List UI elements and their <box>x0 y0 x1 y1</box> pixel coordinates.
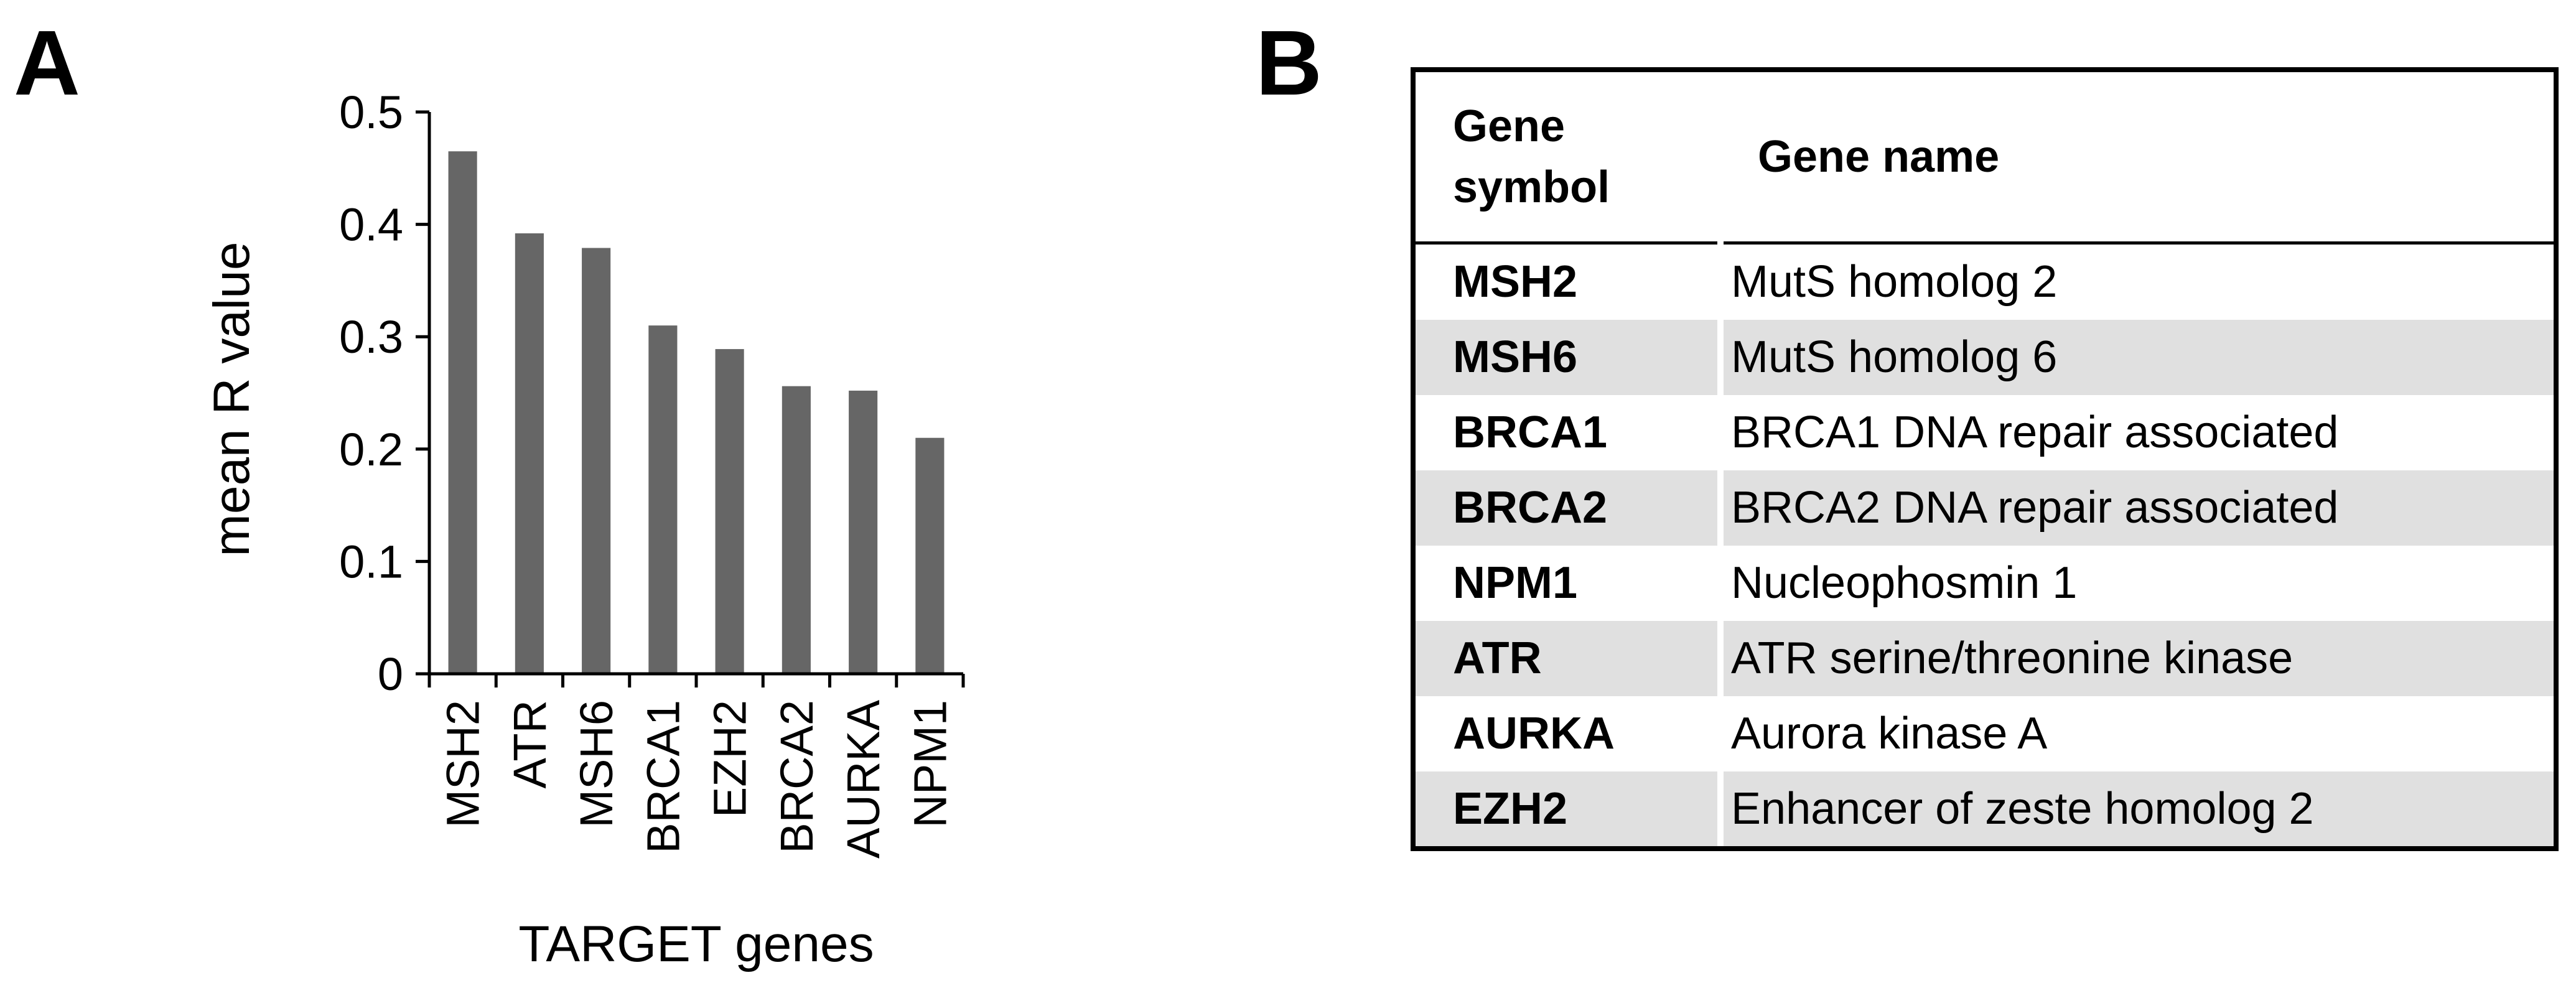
bar-atr <box>515 233 544 674</box>
x-ticks-group: MSH2 ATR MSH6 BRCA1 EZH2 BRCA2 AURKA NPM1 <box>427 674 965 859</box>
x-tick-label: ATR <box>504 700 556 789</box>
bars-group <box>448 151 945 674</box>
table-row: NPM1 Nucleophosmin 1 <box>1416 546 2554 621</box>
gene-table: Gene symbol Gene name MSH2 MutS homolog 2… <box>1411 67 2559 851</box>
bar-msh2 <box>448 151 477 674</box>
x-tick-label: MSH2 <box>437 700 489 828</box>
table-header-row: Gene symbol Gene name <box>1416 72 2554 245</box>
axes-group <box>427 112 963 676</box>
x-tick-label: BRCA1 <box>637 700 689 854</box>
gene-name-cell: ATR serine/threonine kinase <box>1717 621 2554 696</box>
gene-symbol-cell: MSH2 <box>1453 257 1578 307</box>
bar-ezh2 <box>715 349 744 674</box>
x-tick-label: EZH2 <box>704 700 756 818</box>
gene-name-cell: Aurora kinase A <box>1731 709 2048 758</box>
y-tick-label: 0.1 <box>339 536 403 587</box>
gene-name-cell: BRCA2 DNA repair associated <box>1717 470 2554 546</box>
y-tick-label: 0.2 <box>339 424 403 475</box>
gene-symbol-cell: BRCA2 <box>1416 470 1720 546</box>
gene-name-cell: Enhancer of zeste homolog 2 <box>1717 771 2554 846</box>
y-tick-label: 0.5 <box>339 86 403 138</box>
bar-brca2 <box>782 386 811 674</box>
header-gene-name: Gene name <box>1720 72 2554 245</box>
y-tick-label: 0.3 <box>339 311 403 363</box>
table-row: AURKA Aurora kinase A <box>1416 696 2554 771</box>
gene-symbol-cell: MSH6 <box>1416 320 1720 395</box>
y-tick-label: 0 <box>378 648 403 700</box>
x-tick-label: MSH6 <box>571 700 622 828</box>
gene-name-cell: Nucleophosmin 1 <box>1731 558 2078 608</box>
x-tick-label: AURKA <box>838 699 889 859</box>
gene-symbol-cell: ATR <box>1416 621 1720 696</box>
gene-symbol-cell: NPM1 <box>1453 558 1578 608</box>
gene-table-grid: Gene symbol Gene name MSH2 MutS homolog 2… <box>1416 72 2554 846</box>
panel-label-b: B <box>1256 12 1322 114</box>
panel-label-a: A <box>14 12 80 114</box>
x-tick-label: NPM1 <box>904 700 956 828</box>
gene-name-cell: MutS homolog 6 <box>1717 320 2554 395</box>
bar-npm1 <box>915 437 945 674</box>
bar-msh6 <box>582 248 611 674</box>
y-tick-label: 0.4 <box>339 199 403 251</box>
gene-symbol-cell: AURKA <box>1453 709 1615 758</box>
gene-symbol-cell: BRCA1 <box>1453 408 1608 457</box>
bar-brca1 <box>648 325 678 674</box>
gene-name-cell: BRCA1 DNA repair associated <box>1731 408 2339 457</box>
header-gene-symbol: Gene symbol <box>1416 72 1720 245</box>
y-ticks-group: 0 0.1 0.2 0.3 0.4 0.5 <box>339 86 429 700</box>
y-axis-title: mean R value <box>203 242 260 557</box>
gene-symbol-cell: EZH2 <box>1416 771 1720 846</box>
table-row: BRCA1 BRCA1 DNA repair associated <box>1416 395 2554 470</box>
table-row: MSH2 MutS homolog 2 <box>1416 243 2554 320</box>
bar-chart: 0 0.1 0.2 0.3 0.4 0.5 MSH2 ATR MSH6 BRCA1 EZH2 BRC… <box>203 86 965 972</box>
bar-aurka <box>849 390 878 674</box>
x-axis-title: TARGET genes <box>518 916 874 972</box>
x-tick-label: BRCA2 <box>771 700 823 854</box>
gene-name-cell: MutS homolog 2 <box>1731 257 2058 307</box>
